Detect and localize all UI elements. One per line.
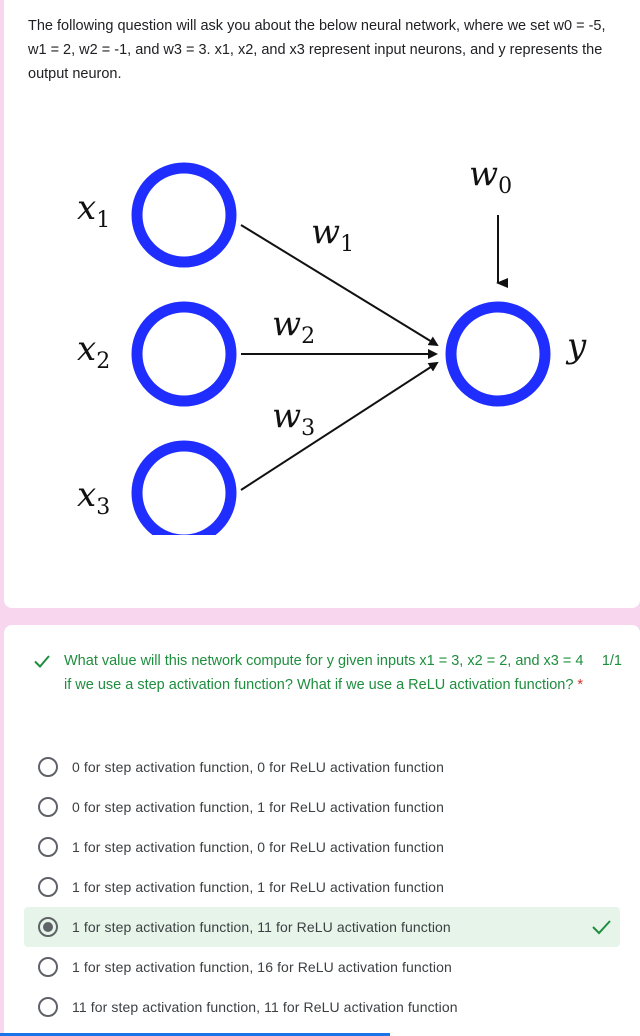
radio-button[interactable] <box>38 877 58 897</box>
answer-option-label: 0 for step activation function, 0 for Re… <box>72 759 444 775</box>
question-card: What value will this network compute for… <box>4 625 640 1036</box>
answer-option[interactable]: 11 for step activation function, 11 for … <box>24 987 620 1027</box>
input-neuron-x3 <box>131 440 237 535</box>
edge-w1 <box>240 224 439 347</box>
radio-button[interactable] <box>38 997 58 1017</box>
radio-button[interactable] <box>38 957 58 977</box>
label-x3: x3 <box>77 475 110 520</box>
label-w2: w2 <box>272 304 315 349</box>
correct-answer-check-icon <box>592 920 611 935</box>
radio-button[interactable] <box>38 837 58 857</box>
answer-option-label: 11 for step activation function, 11 for … <box>72 999 458 1015</box>
answer-option-label: 1 for step activation function, 16 for R… <box>72 959 452 975</box>
radio-button[interactable] <box>38 797 58 817</box>
radio-button[interactable] <box>38 917 58 937</box>
progress-bar <box>0 1033 390 1036</box>
neural-network-diagram: x1 x2 x3 w0 w1 w2 w3 y <box>77 154 587 535</box>
description-card: The following question will ask you abou… <box>4 0 640 608</box>
answer-option[interactable]: 1 for step activation function, 1 for Re… <box>24 867 620 907</box>
question-text: What value will this network compute for… <box>64 653 584 693</box>
answer-option[interactable]: 1 for step activation function, 16 for R… <box>24 947 620 987</box>
input-neuron-x2 <box>131 301 237 407</box>
output-neuron-y <box>445 301 551 407</box>
label-w1: w1 <box>311 212 354 257</box>
question-title: What value will this network compute for… <box>64 649 594 697</box>
edge-w3 <box>240 361 439 491</box>
question-score: 1/1 <box>601 653 622 669</box>
label-x2: x2 <box>77 329 110 374</box>
answer-option-label: 1 for step activation function, 11 for R… <box>72 919 451 935</box>
answer-option[interactable]: 0 for step activation function, 1 for Re… <box>24 787 620 827</box>
label-w0: w0 <box>469 154 512 199</box>
required-mark: * <box>577 677 584 693</box>
label-x1: x1 <box>77 188 110 233</box>
label-w3: w3 <box>272 396 315 441</box>
answer-option-label: 1 for step activation function, 0 for Re… <box>72 839 444 855</box>
radio-button[interactable] <box>38 757 58 777</box>
question-description: The following question will ask you abou… <box>28 18 606 82</box>
answer-option[interactable]: 1 for step activation function, 0 for Re… <box>24 827 620 867</box>
answer-option[interactable]: 0 for step activation function, 0 for Re… <box>24 747 620 787</box>
answer-options: 0 for step activation function, 0 for Re… <box>24 747 620 1027</box>
answer-option-label: 0 for step activation function, 1 for Re… <box>72 799 444 815</box>
input-neuron-x1 <box>131 162 237 268</box>
label-y: y <box>565 326 587 366</box>
answer-option-label: 1 for step activation function, 1 for Re… <box>72 879 444 895</box>
answer-option[interactable]: 1 for step activation function, 11 for R… <box>24 907 620 947</box>
correct-check-icon <box>34 655 50 668</box>
